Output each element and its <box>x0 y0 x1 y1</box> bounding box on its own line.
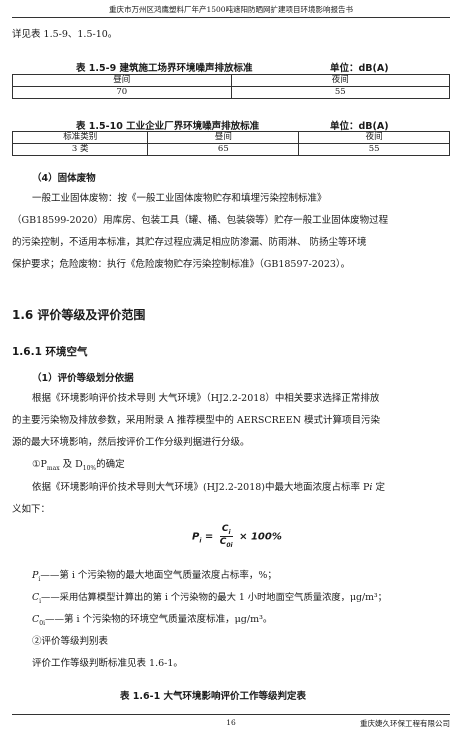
table-161-caption: 表 1.6-1 大气环境影响评价工作等级判定表 <box>120 691 306 702</box>
table-1510-unit: 单位：dB(A) <box>330 121 389 132</box>
section-161-title: 1.6.1 环境空气 <box>12 346 88 358</box>
definition-line-2: 义如下： <box>12 504 51 515</box>
page-footer: 16 重庆婕久环保工程有限公司 <box>12 714 450 728</box>
grading-line-2: 的主要污染物及排放参数，采用附录 A 推荐模型中的 AERSCREEN 模式计算… <box>12 415 381 426</box>
grading-heading: （1）评价等级划分依据 <box>32 373 134 384</box>
page-header: 重庆市万州区鸿鹰塑料厂年产1500吨遮阳防晒网扩建项目环境影响报告书 <box>12 4 450 18</box>
solid-waste-line-1: 一般工业固体废物：按《一般工业固体废物贮存和填埋污染控制标准》 <box>32 193 327 204</box>
table-159-unit: 单位：dB(A) <box>330 63 389 74</box>
page-number: 16 <box>226 718 236 727</box>
def-pi: Pi——第 i 个污染物的最大地面空气质量浓度占标率，%； <box>32 570 277 583</box>
solid-waste-heading: （4）固体废物 <box>32 173 96 184</box>
company-name: 重庆婕久环保工程有限公司 <box>360 719 450 728</box>
solid-waste-line-3: 的污染控制，不适用本标准，其贮存过程应满足相应防渗漏、防雨淋、 防扬尘等环境 <box>12 237 367 248</box>
definition-line-1: 依据《环境影响评价技术导则大气环境》(HJ2.2-2018)中最大地面浓度占标率… <box>32 482 385 493</box>
table-1510-header-category: 标准类别 <box>11 131 149 144</box>
table-1510-cell-night: 55 <box>298 143 450 156</box>
section-16-title: 1.6 评价等级及评价范围 <box>12 308 146 322</box>
table-1510-cell-day: 65 <box>147 143 300 156</box>
solid-waste-line-4: 保护要求；危险废物：执行《危险废物贮存污染控制标准》（GB18597-2023）… <box>12 259 351 270</box>
intro-line: 详见表 1.5-9、1.5-10。 <box>12 29 118 40</box>
table-159-cell-night: 55 <box>230 86 450 99</box>
table-159-header-day: 昼间 <box>12 74 232 87</box>
table-1510-cell-category: 3 类 <box>11 143 149 156</box>
table-1510-header-day: 昼间 <box>147 131 300 144</box>
formula-fraction: Ci C0i <box>219 524 233 549</box>
item-2-line: ②评价等级判别表 <box>32 636 109 647</box>
def-c0i: C0i——第 i 个污染物的环境空气质量浓度标准，μg/m³。 <box>32 614 273 627</box>
grading-line-3: 源的最大环境影响，然后按评价工作分级判据进行分级。 <box>12 437 250 448</box>
item-2-detail: 评价工作等级判断标准见表 1.6-1。 <box>32 658 183 669</box>
table-159-header-night: 夜间 <box>230 74 450 87</box>
table-159-cell-day: 70 <box>12 86 232 99</box>
def-ci: Ci——采用估算模型计算出的第 i 个污染物的最大 1 小时地面空气质量浓度，μ… <box>32 592 387 605</box>
table-159-caption: 表 1.5-9 建筑施工场界环境噪声排放标准 <box>76 63 253 74</box>
grading-line-1: 根据《环境影响评价技术导则 大气环境》（HJ2.2-2018）中相关要求选择正常… <box>32 393 380 404</box>
table-1510: 标准类别 昼间 夜间 3 类 65 55 <box>11 131 450 156</box>
item-1-line: ①Pmax 及 D10%的确定 <box>32 459 125 472</box>
table-1510-header-night: 夜间 <box>298 131 450 144</box>
table-159: 昼间 夜间 70 55 <box>12 74 450 99</box>
formula-pi: Pi = Ci C0i × 100% <box>192 524 282 549</box>
solid-waste-line-2: （GB18599-2020）用库房、包装工具（罐、桶、包装袋等）贮存一般工业固体… <box>12 215 389 226</box>
table-1510-caption: 表 1.5-10 工业企业厂界环境噪声排放标准 <box>76 121 260 132</box>
